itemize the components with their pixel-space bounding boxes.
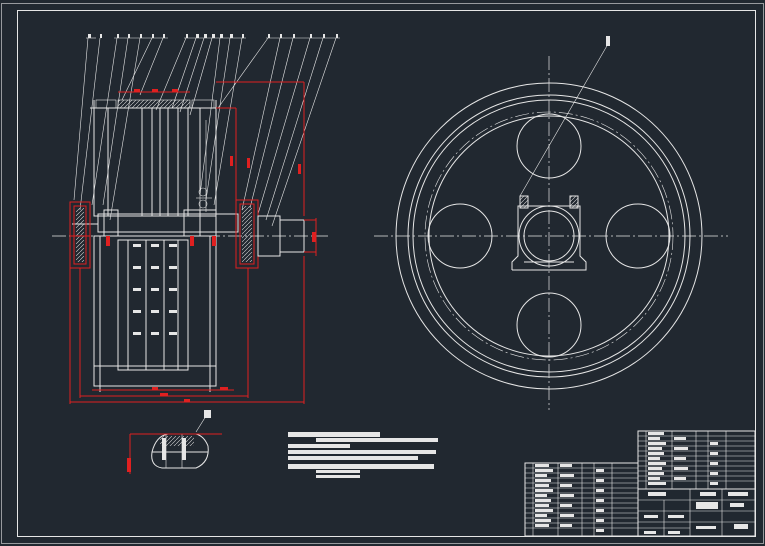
sheet-inner-border <box>17 10 756 537</box>
output-shaft <box>257 215 317 257</box>
leader-lines <box>73 34 340 227</box>
lightening-hole-right <box>605 203 671 269</box>
technical-notes <box>288 432 438 478</box>
main-shaft <box>72 209 239 237</box>
wheel-inner-face <box>428 115 670 357</box>
wheel-outer-rim <box>395 82 703 390</box>
lightening-hole-left <box>427 203 493 269</box>
drum-lower-body <box>93 235 217 392</box>
lightening-hole-top <box>516 113 582 179</box>
drum-upper-body <box>90 100 220 217</box>
chain-column <box>196 120 212 212</box>
dimension-lines <box>69 81 316 404</box>
lightening-hole-bottom <box>516 292 582 358</box>
title-block <box>637 488 756 537</box>
detail-view[interactable] <box>127 410 222 474</box>
right-bearing-hub <box>235 199 259 269</box>
parts-list-right <box>637 430 756 490</box>
drum-slots <box>133 244 177 335</box>
sheet-outer-border <box>1 3 764 544</box>
left-bearing-hub <box>69 201 91 269</box>
section-view[interactable] <box>52 34 340 404</box>
parts-list-left <box>524 462 639 537</box>
end-view[interactable] <box>374 36 728 410</box>
top-plate-hatch <box>117 99 191 109</box>
